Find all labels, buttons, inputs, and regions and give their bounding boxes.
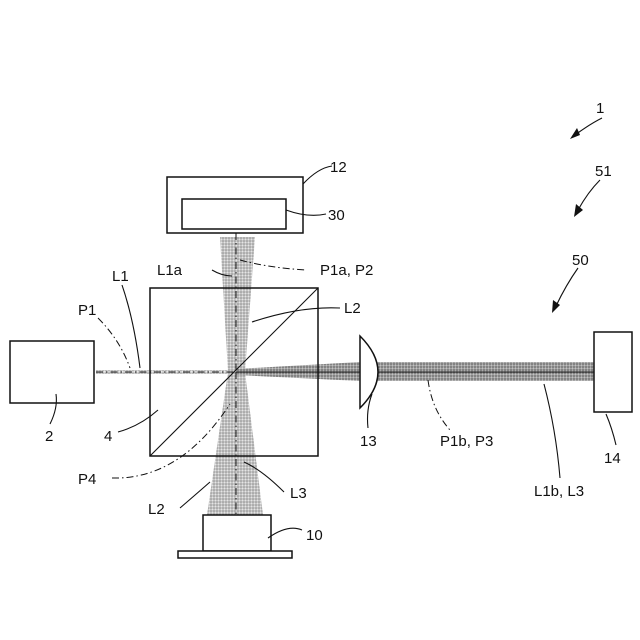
label-source: 2 [45,428,53,445]
plano-convex-lens [360,336,378,408]
leader-p1b-p3 [428,380,450,430]
leader-10 [268,528,302,538]
label-group-b: 50 [572,252,589,269]
label-group-a: 51 [595,163,612,180]
specimen-block [203,515,271,551]
beam-l2-upper [220,237,255,372]
arrowhead-51 [574,204,583,217]
label-splitter: 4 [104,428,112,445]
detector-box [182,199,286,229]
leader-1 [575,118,602,135]
label-specimen: 10 [306,527,323,544]
leader-p1 [98,318,130,368]
label-p1: P1 [78,302,96,319]
beam-l2-lower [207,372,263,515]
leader-l2-lower [180,482,210,508]
label-l2-upper: L2 [344,300,361,317]
label-lens: 13 [360,433,377,450]
leader-4 [118,410,158,432]
leader-50 [556,268,578,306]
specimen-base [178,551,292,558]
light-source-box [10,341,94,403]
label-target: 14 [604,450,621,467]
label-apparatus: 1 [596,100,604,117]
label-l2-lower: L2 [148,501,165,518]
arrowhead-50 [552,300,560,313]
leader-l1b-l3 [544,384,560,478]
label-p1b-p3: P1b, P3 [440,433,493,450]
label-p4: P4 [78,471,96,488]
label-detector-holder: 12 [330,159,347,176]
leader-p4 [112,404,230,478]
label-p1a-p2: P1a, P2 [320,262,373,279]
label-l1b-l3: L1b, L3 [534,483,584,500]
label-l1a: L1a [157,262,183,279]
arrowhead-1 [570,128,580,139]
label-l3: L3 [290,485,307,502]
label-l1: L1 [112,268,129,285]
leader-51 [578,180,600,210]
leader-12 [303,166,332,184]
label-detector: 30 [328,207,345,224]
leader-14 [606,414,616,445]
target-box [594,332,632,412]
